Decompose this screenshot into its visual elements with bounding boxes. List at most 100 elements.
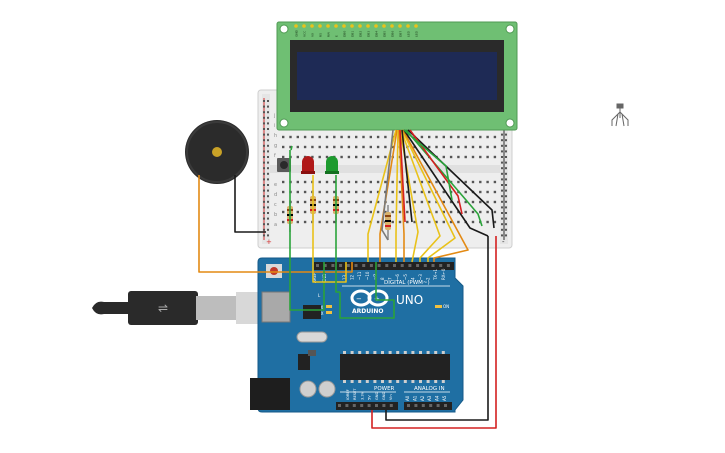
lcd-pin[interactable] xyxy=(334,24,338,28)
digital-pin-label: ~10 xyxy=(365,271,370,280)
digital-pin-label: RX←0 xyxy=(441,268,446,280)
lcd-pin[interactable] xyxy=(414,24,418,28)
red-led[interactable] xyxy=(301,156,315,174)
digital-pin-label: ~11 xyxy=(357,271,362,280)
lcd-pin[interactable] xyxy=(406,24,410,28)
dc-jack xyxy=(250,378,290,410)
lcd-pin-label: GND xyxy=(295,29,299,37)
digital-pin-label: ~6 xyxy=(395,274,400,280)
row-letter-h: h xyxy=(274,133,277,139)
wire-led-red[interactable] xyxy=(312,175,347,283)
analog-pin-label: A1 xyxy=(412,395,417,401)
crystal xyxy=(296,331,328,343)
row-letter-f: f xyxy=(274,153,276,159)
lcd-pin[interactable] xyxy=(310,24,314,28)
wire-lcd-6[interactable] xyxy=(400,129,441,262)
wire-green-loop[interactable] xyxy=(339,262,395,319)
svg-text:−: − xyxy=(356,295,362,303)
wire-buzzer-signal[interactable] xyxy=(198,175,353,273)
power-pin-label: IOREF xyxy=(346,389,350,400)
power-pin-label: 5V xyxy=(368,395,372,400)
row-letter-c: c xyxy=(274,202,277,208)
capacitor-2 xyxy=(318,380,336,398)
wire-lcd-14[interactable] xyxy=(409,129,463,215)
green-led[interactable] xyxy=(325,156,339,174)
power-pin-label: 3.3V xyxy=(360,391,364,400)
resistor-4[interactable] xyxy=(385,205,391,240)
wire-lcd-16[interactable] xyxy=(381,129,394,241)
row-letter-a: a xyxy=(274,222,277,228)
svg-text:+: + xyxy=(374,295,380,303)
row-letter-j: j xyxy=(273,113,275,119)
uno-label: UNO xyxy=(396,293,423,307)
lcd-pin-label: LED xyxy=(415,30,419,37)
lcd-pin[interactable] xyxy=(398,24,402,28)
lcd-pin[interactable] xyxy=(318,24,322,28)
wire-lcd-15[interactable] xyxy=(403,129,453,201)
lcd-pin-label: V0 xyxy=(311,33,315,37)
piezo-buzzer[interactable] xyxy=(185,120,249,184)
wire-led-green-top[interactable] xyxy=(290,145,293,151)
aref-label: AREF xyxy=(312,272,317,283)
wire-lcd-8[interactable] xyxy=(402,129,469,262)
wire-5v-red[interactable] xyxy=(371,236,497,429)
digital-pin-label: 4 xyxy=(410,277,415,280)
wire-lcd-1[interactable] xyxy=(367,129,397,262)
lcd-pin[interactable] xyxy=(294,24,298,28)
digital-header xyxy=(314,262,454,270)
wire-lcd-10[interactable] xyxy=(401,129,413,223)
lcd-pin-label: DB6 xyxy=(391,31,395,37)
lcd-pin[interactable] xyxy=(390,24,394,28)
wire-led-green[interactable] xyxy=(335,175,340,293)
rail-minus-label: - xyxy=(502,238,505,246)
analog-header xyxy=(404,402,452,410)
digital-header-label: DIGITAL (PWM~) xyxy=(384,280,430,286)
row-letter-i: i xyxy=(274,123,275,129)
lcd-pin[interactable] xyxy=(350,24,354,28)
wire-lcd-11[interactable] xyxy=(403,129,489,237)
analog-pin-label: A0 xyxy=(405,395,410,401)
usb-cable[interactable]: ⇌ xyxy=(92,291,268,325)
lcd-pin[interactable] xyxy=(326,24,330,28)
analog-pin-label: A5 xyxy=(442,395,447,401)
wire-lcd-7[interactable] xyxy=(401,129,456,262)
lcd-pin-label: DB5 xyxy=(383,31,387,37)
wire-lcd-3[interactable] xyxy=(395,129,399,262)
row-letter-d: d xyxy=(274,192,277,198)
wire-lcd-4[interactable] xyxy=(398,129,405,262)
power-pin-label: RESET xyxy=(353,388,357,400)
wire-buzzer-ground[interactable] xyxy=(234,175,266,233)
usb-icon: ⇌ xyxy=(158,301,168,315)
capacitor-1 xyxy=(299,380,317,398)
wire-button-green[interactable] xyxy=(289,150,325,311)
pushbutton[interactable] xyxy=(277,158,291,172)
wire-router-icon[interactable] xyxy=(611,103,629,127)
lcd-pin[interactable] xyxy=(358,24,362,28)
wires[interactable] xyxy=(198,129,497,429)
lcd-pin[interactable] xyxy=(302,24,306,28)
wire-lcd-9[interactable] xyxy=(399,129,406,223)
on-label: ON xyxy=(443,304,449,309)
lcd-pin-label: DB0 xyxy=(343,31,347,37)
wire-gnd-black[interactable] xyxy=(385,236,489,421)
piezo-center xyxy=(212,147,222,157)
lcd-pin-label: LED xyxy=(407,30,411,37)
lcd-pin[interactable] xyxy=(382,24,386,28)
usb-b-jack xyxy=(261,291,291,323)
lcd-pin[interactable] xyxy=(374,24,378,28)
digital-header-pins xyxy=(316,264,450,267)
lcd-pin[interactable] xyxy=(366,24,370,28)
arduino-logo-text: ARDUINO xyxy=(352,308,383,315)
digital-pin-label: ~9 xyxy=(372,274,377,280)
digital-pin-label: 13 xyxy=(342,274,347,280)
row-letter-g: g xyxy=(274,143,277,149)
analog-pin-label: A2 xyxy=(420,395,425,401)
wire-lcd-2[interactable] xyxy=(379,129,398,262)
lcd-pin[interactable] xyxy=(342,24,346,28)
